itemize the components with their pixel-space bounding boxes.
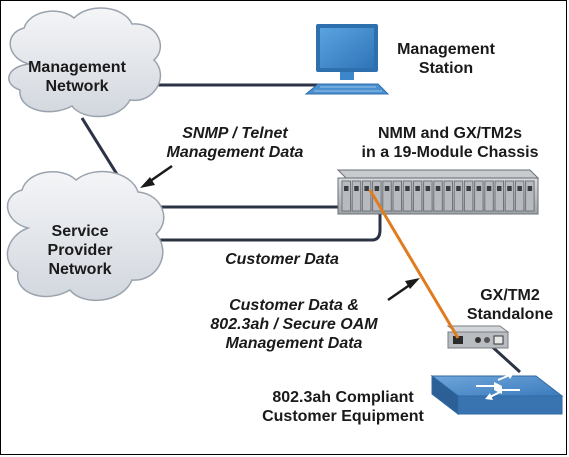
chassis-module-port — [476, 186, 482, 191]
cloud-icon — [6, 170, 165, 302]
chassis-module-slot — [392, 180, 402, 212]
chassis-module-port — [527, 186, 533, 191]
snmp-telnet-label: SNMP / Telnet Management Data — [150, 124, 320, 162]
chassis-module-port — [384, 186, 390, 191]
chassis-module-port — [435, 186, 441, 191]
chassis-module-slot — [351, 180, 362, 212]
snmp-line1: SNMP / Telnet — [182, 125, 288, 142]
chassis-icon — [336, 169, 540, 215]
chassis-module-slot — [514, 180, 525, 212]
chassis-line1: NMM and GX/TM2s — [377, 125, 522, 142]
customer-equipment-label: 802.3ah Compliant Customer Equipment — [246, 388, 440, 426]
chassis-module-port — [344, 186, 349, 191]
customer-data-text: Customer Data — [225, 251, 339, 268]
switch-icon — [430, 372, 564, 416]
management-station-line2: Station — [418, 60, 474, 77]
service-provider-line3: Network — [48, 261, 112, 278]
management-network-line1: Management — [28, 59, 126, 76]
standalone-device-icon — [446, 325, 510, 349]
chassis-module-slot — [361, 180, 372, 212]
standalone-line2: Standalone — [466, 306, 554, 323]
chassis-module-slot — [423, 180, 433, 212]
chassis-module-slot — [443, 180, 453, 212]
management-network-line2: Network — [45, 78, 109, 95]
fiber-chassis-to-standalone — [368, 189, 460, 339]
oam-line2: 802.3ah / Secure OAM — [210, 316, 378, 333]
chassis-line2: in a 19-Module Chassis — [361, 144, 539, 161]
chassis-module-slot — [474, 180, 484, 212]
chassis-module-slot — [484, 180, 494, 212]
management-station-label: Management Station — [386, 40, 506, 78]
chassis-module-slot — [525, 180, 535, 212]
chassis-module-slot — [402, 180, 413, 212]
chassis-module-slot — [412, 180, 423, 212]
chassis-module-slot — [341, 180, 351, 212]
oam-label: Customer Data & 802.3ah / Secure OAM Man… — [196, 296, 392, 353]
chassis-module-port — [374, 186, 380, 191]
chassis-module-port — [497, 186, 502, 191]
chassis-label: NMM and GX/TM2s in a 19-Module Chassis — [350, 124, 550, 162]
chassis-module-slot — [433, 180, 443, 212]
standalone-label: GX/TM2 Standalone — [456, 286, 564, 324]
computer-icon — [304, 24, 390, 95]
service-provider-line1: Service — [51, 223, 109, 240]
chassis-module-port — [466, 186, 471, 191]
oam-line3: Management Data — [225, 335, 363, 352]
chassis-module-slot — [494, 180, 504, 212]
chassis-module-port — [517, 186, 522, 191]
chassis-module-port — [364, 186, 369, 191]
customer-equipment-line1: 802.3ah Compliant — [272, 389, 414, 406]
cable-provider-to-chassis — [150, 210, 382, 242]
standalone-line1: GX/TM2 — [480, 287, 540, 304]
customer-equipment-line2: Customer Equipment — [262, 408, 424, 425]
chassis-module-port — [415, 186, 420, 191]
management-network-label: Management Network — [18, 58, 136, 96]
chassis-module-port — [507, 186, 512, 191]
chassis-module-port — [354, 186, 359, 191]
management-station-line1: Management — [397, 41, 495, 58]
service-provider-network-label: Service Provider Network — [24, 222, 136, 279]
arrow-icon — [140, 164, 173, 188]
customer-data-label: Customer Data — [212, 250, 352, 269]
cloud-icon — [8, 7, 162, 118]
chassis-module-port — [486, 186, 492, 191]
arrow-icon — [387, 278, 420, 302]
chassis-module-slot — [504, 180, 515, 212]
chassis-module-port — [446, 186, 451, 191]
chassis-module-slot — [453, 180, 464, 212]
chassis-module-port — [405, 186, 410, 191]
snmp-line2: Management Data — [166, 144, 304, 161]
service-provider-line2: Provider — [47, 242, 113, 259]
chassis-module-slot — [382, 180, 392, 212]
chassis-module-port — [425, 186, 431, 191]
oam-line1: Customer Data & — [229, 297, 359, 314]
chassis-module-slot — [463, 180, 474, 212]
chassis-module-port — [395, 186, 400, 191]
chassis-module-port — [456, 186, 461, 191]
